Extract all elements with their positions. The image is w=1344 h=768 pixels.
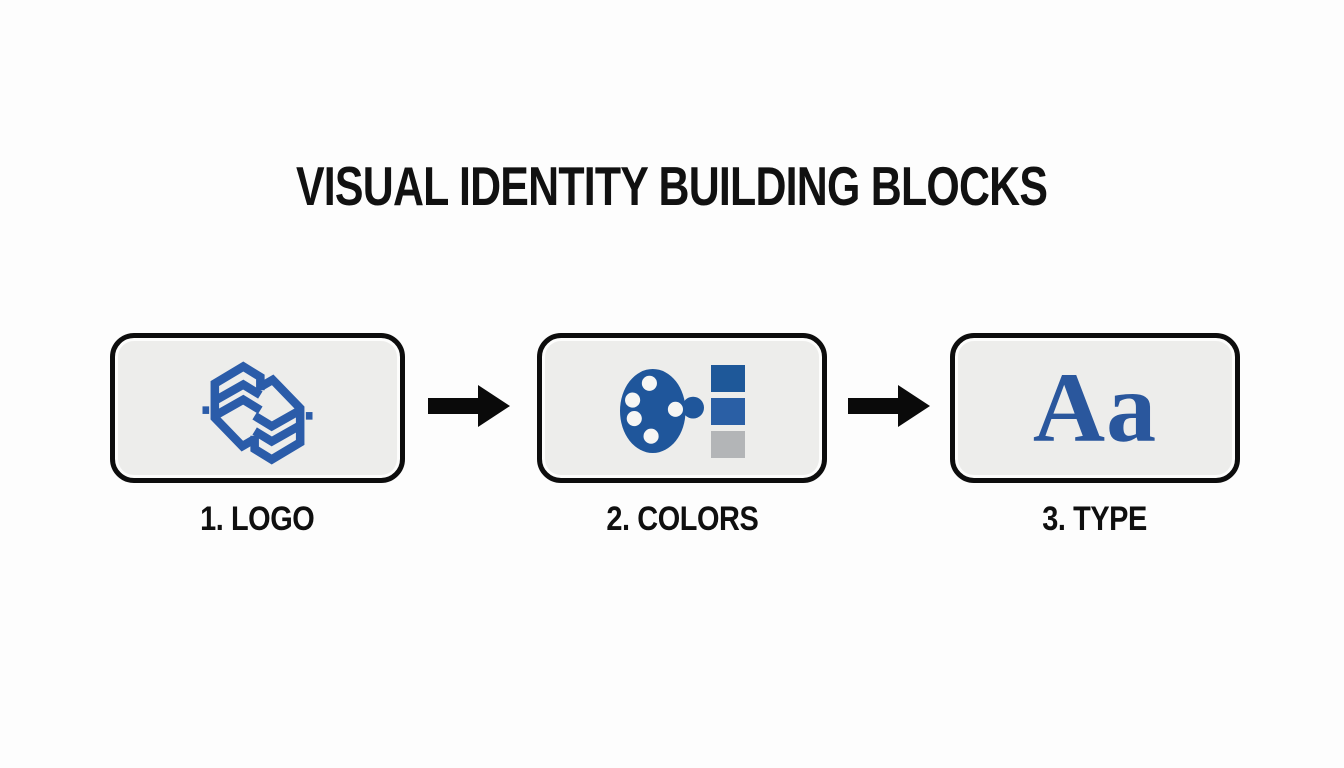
- colors-step-box: [537, 333, 827, 483]
- swatch-blue: [710, 397, 745, 425]
- color-swatches: [710, 364, 745, 458]
- swatch-gray: [710, 430, 745, 458]
- colors-icon-group: [619, 364, 745, 458]
- swatch-dark-blue: [710, 364, 745, 392]
- logo-mark-icon: [202, 361, 313, 465]
- step-label-type: 3. TYPE: [1042, 500, 1148, 538]
- page-title-text: VISUAL IDENTITY BUILDING BLOCKS: [296, 155, 1048, 217]
- step-label-colors: 2. COLORS: [606, 500, 758, 538]
- arrow-right-icon: [848, 385, 930, 427]
- arrow-right-icon: [428, 385, 510, 427]
- step-label-logo: 1. LOGO: [200, 500, 315, 538]
- type-step-box: Aa: [950, 333, 1240, 483]
- palette-icon: [619, 369, 704, 453]
- logo-left-tick: [202, 406, 210, 414]
- type-specimen-text: Aa: [1032, 352, 1158, 463]
- logo-right-half: [250, 374, 305, 465]
- logo-left-half: [210, 361, 265, 452]
- page-title: VISUAL IDENTITY BUILDING BLOCKS: [0, 155, 1344, 217]
- logo-step-box: [110, 333, 405, 483]
- logo-right-tick: [305, 412, 313, 420]
